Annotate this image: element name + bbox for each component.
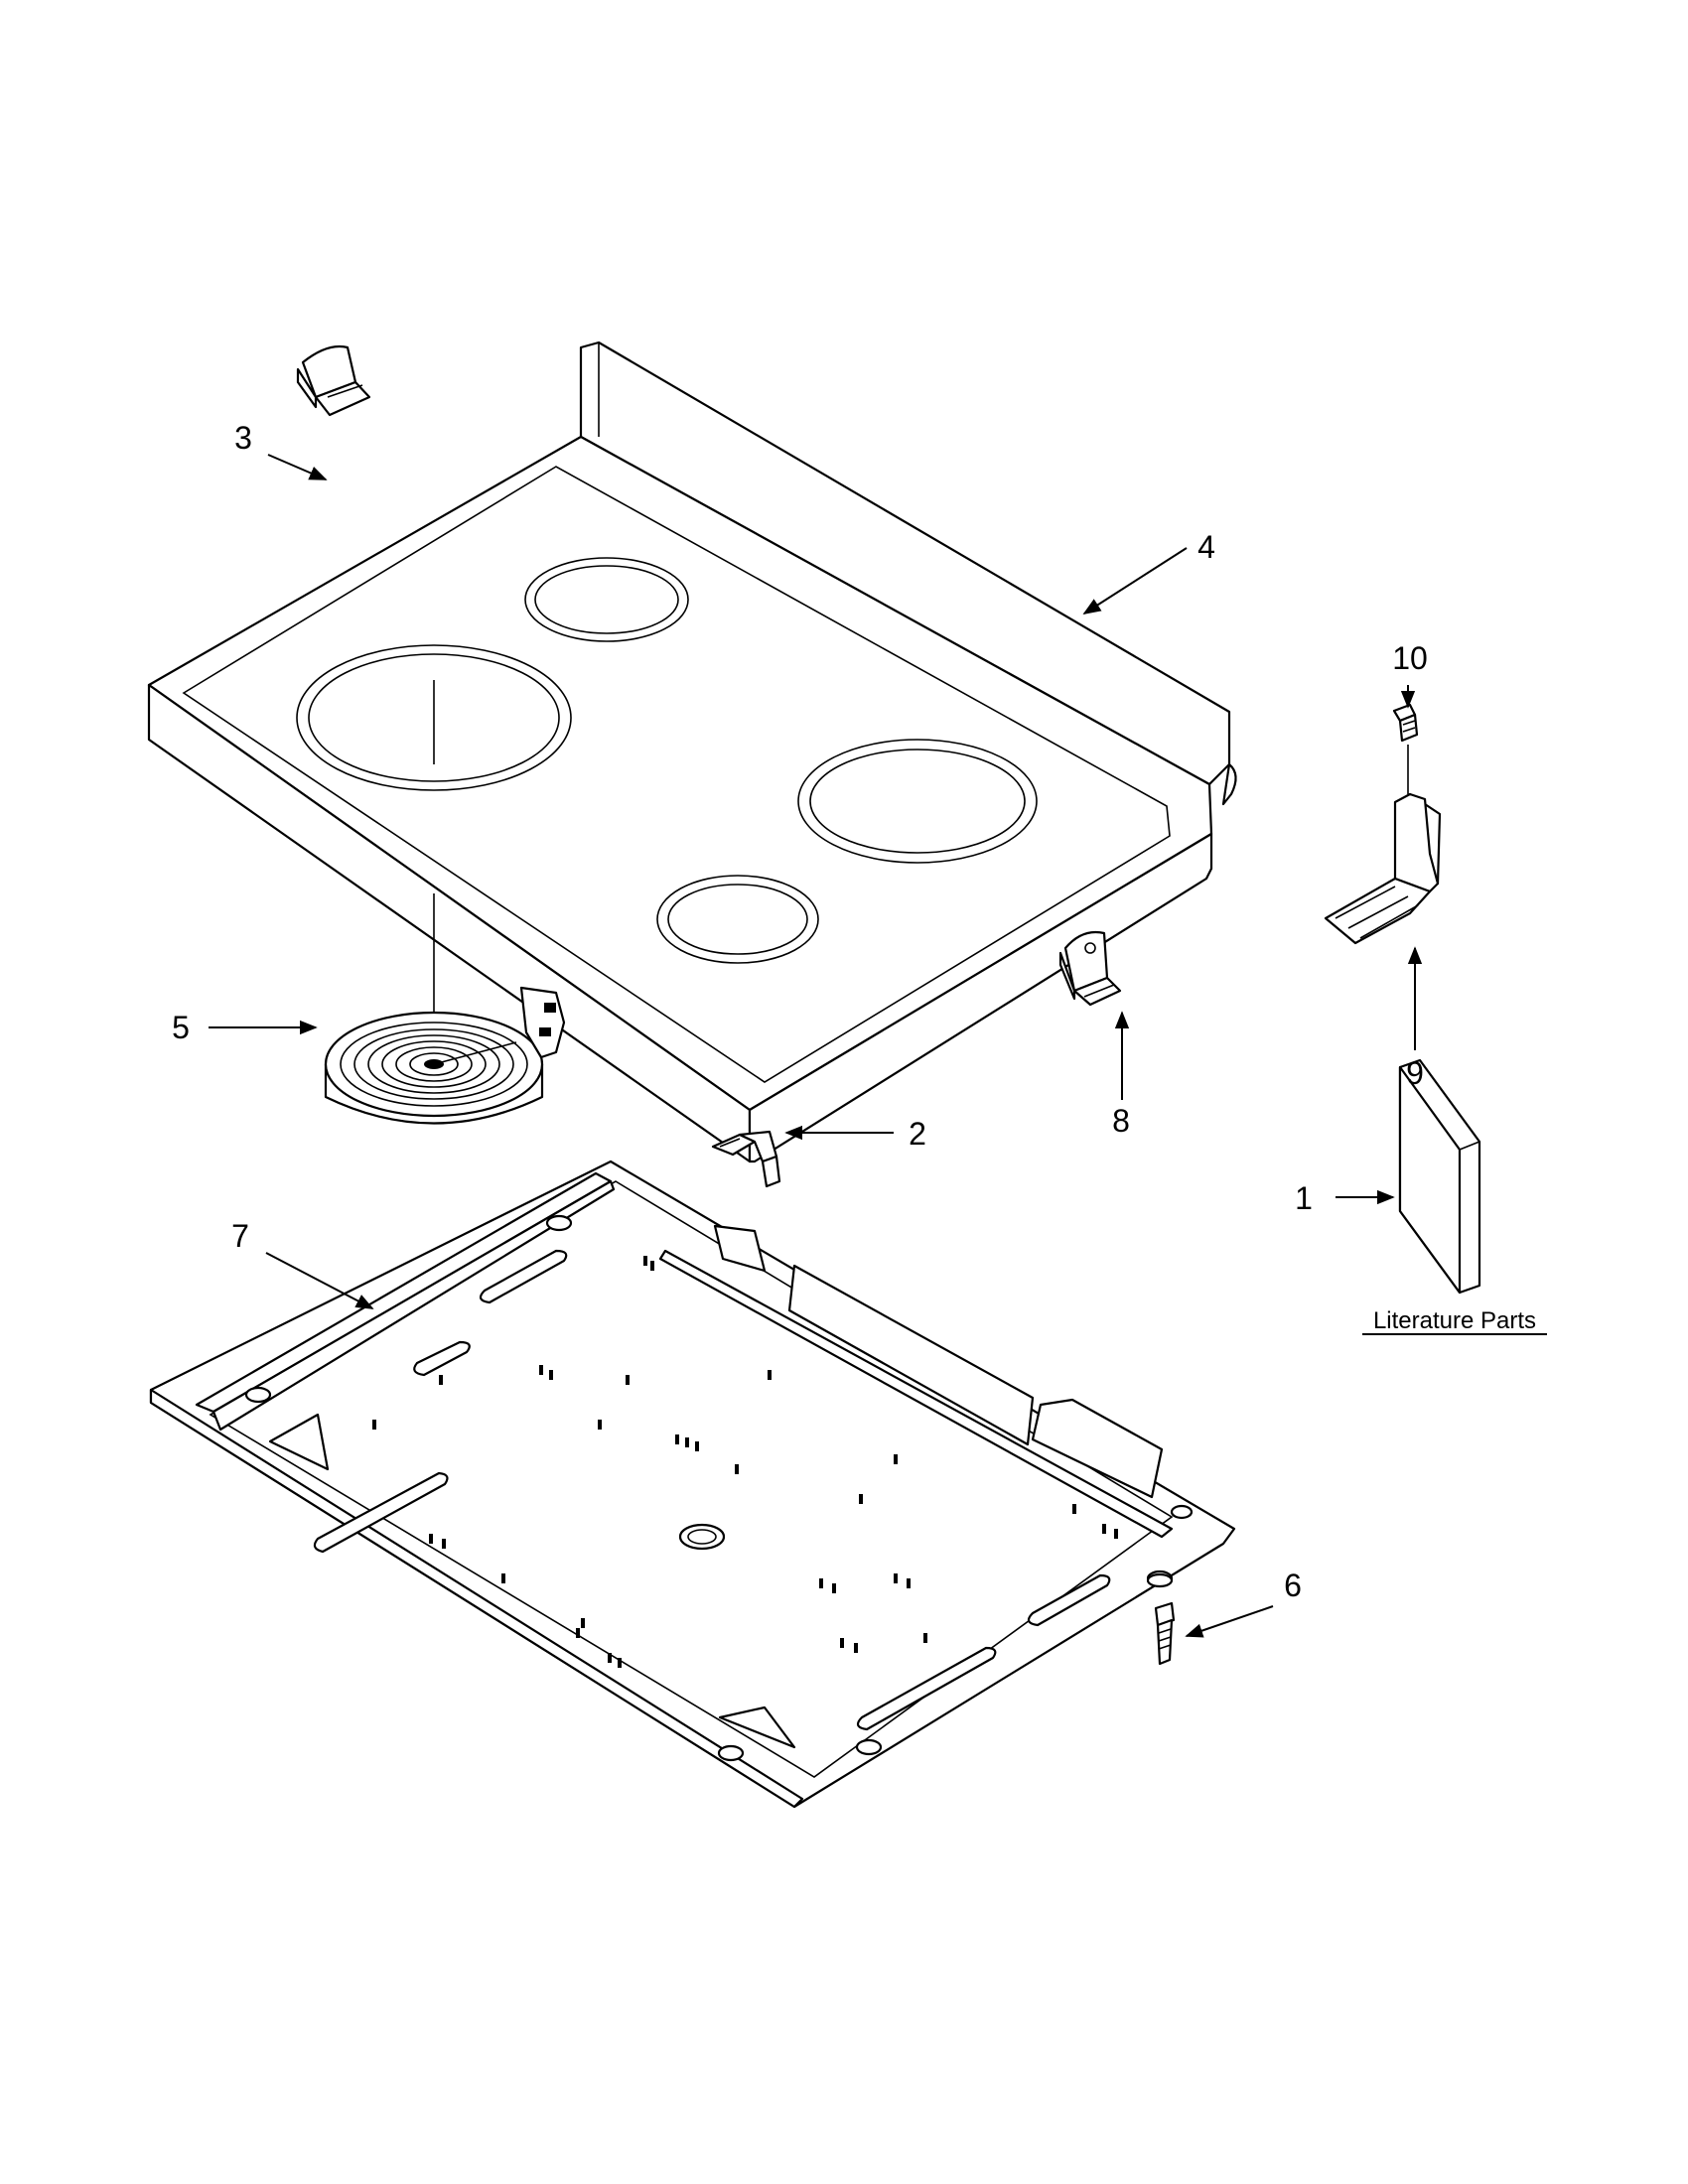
callout-leader-lines — [209, 454, 1423, 1638]
callout-6: 6 — [1284, 1568, 1302, 1603]
callout-9: 9 — [1406, 1055, 1424, 1091]
side-trim-bracket — [1324, 745, 1442, 945]
right-hold-down-bracket — [1058, 930, 1122, 1007]
callout-1: 1 — [1295, 1180, 1313, 1216]
lower-main-top-frame — [149, 1160, 1236, 1809]
left-hold-down-bracket — [296, 344, 371, 417]
radiant-surface-element — [324, 893, 566, 1125]
callout-7: 7 — [231, 1218, 249, 1254]
callout-8: 8 — [1112, 1103, 1130, 1139]
callout-5: 5 — [172, 1010, 190, 1045]
cooktop-clip — [711, 1130, 781, 1188]
literature-manual — [1398, 1058, 1481, 1295]
callout-2: 2 — [909, 1116, 926, 1152]
literature-parts-label: Literature Parts — [1373, 1307, 1536, 1334]
callout-4: 4 — [1197, 529, 1215, 565]
callout-3: 3 — [234, 420, 252, 456]
cooktop-main-top — [147, 341, 1237, 1163]
frame-screw — [1146, 1572, 1176, 1666]
top-bracket-screw — [1392, 703, 1419, 743]
callout-10: 10 — [1392, 640, 1428, 676]
